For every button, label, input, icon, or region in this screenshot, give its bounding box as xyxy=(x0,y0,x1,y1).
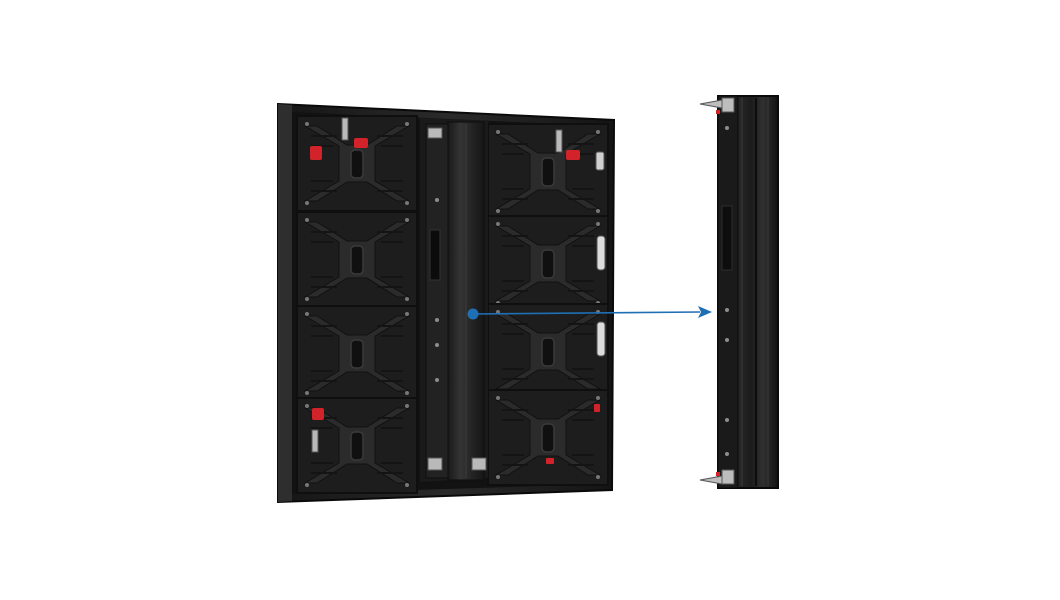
side-handle-upper xyxy=(596,235,606,271)
module-right-1 xyxy=(487,123,609,220)
cabinet-back-panel xyxy=(277,102,616,504)
module-left-1 xyxy=(296,115,418,212)
callout-arrow xyxy=(467,306,712,320)
module-left-2 xyxy=(296,211,418,308)
module-right-4 xyxy=(487,389,609,486)
cabinet-side-profile xyxy=(699,95,779,489)
side-handle-lower xyxy=(596,321,606,357)
lock-latches xyxy=(311,117,563,471)
module-right-2 xyxy=(487,215,609,312)
side-latches xyxy=(699,97,735,485)
module-right-3 xyxy=(487,303,609,400)
center-beam xyxy=(420,118,488,482)
arrow-right-icon xyxy=(698,306,712,318)
module-left-3 xyxy=(296,305,418,402)
red-connectors xyxy=(310,138,600,464)
